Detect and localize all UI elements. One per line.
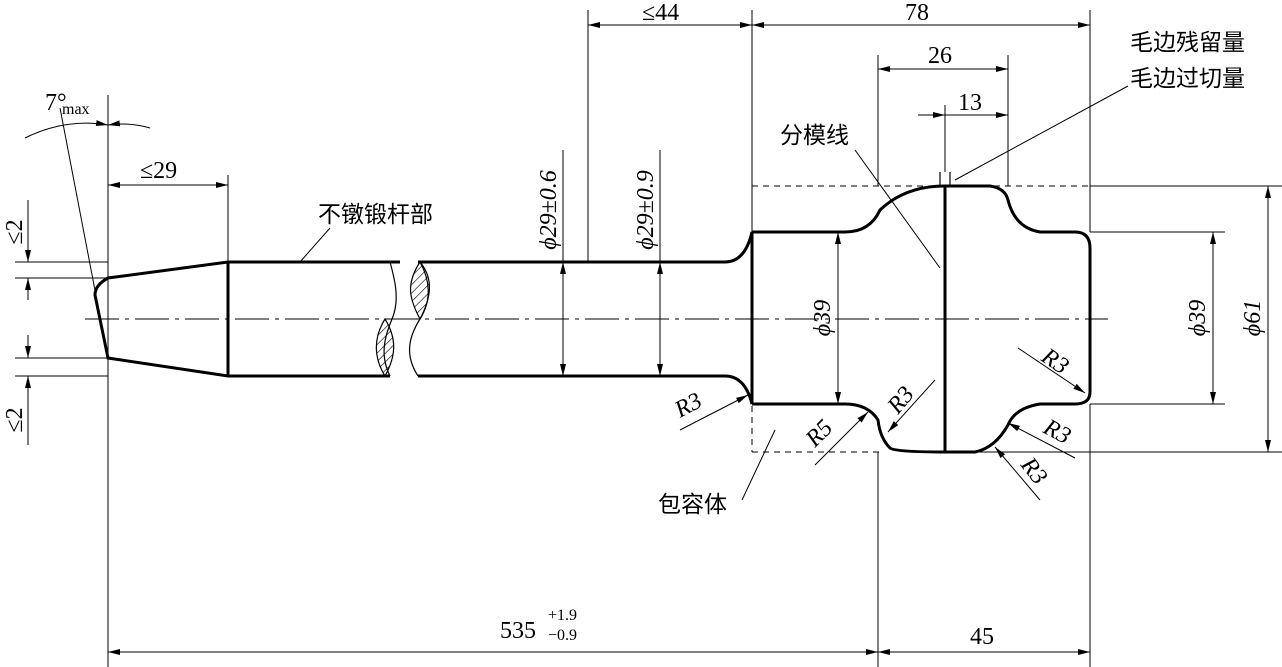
- rod-part-label: 不镦锻杆部: [318, 202, 433, 228]
- r-flange-bottom-label: R3: [1015, 452, 1053, 490]
- r-neck-label: R3: [670, 388, 707, 424]
- dia-rod-1-label: ϕ29±0.6: [536, 170, 562, 250]
- extension-lines: [15, 10, 1282, 667]
- tail-length-label: 45: [970, 624, 994, 650]
- overall-tol-lower: −0.9: [548, 627, 577, 644]
- flash-residual-label: 毛边残留量: [1130, 30, 1245, 56]
- shank-limit-label: ≤44: [642, 0, 679, 26]
- end-length-label: ≤29: [140, 158, 177, 184]
- r-head-lower-label: R3: [1038, 414, 1075, 450]
- r-flange-corner-label: R3: [882, 382, 920, 420]
- r-head-upper-label: R3: [1036, 343, 1073, 380]
- envelope-label: 包容体: [658, 492, 727, 518]
- flash-overcut-label: 毛边过切量: [1130, 66, 1245, 92]
- draft-angle-mark: [24, 107, 151, 359]
- overall-length-label: 535: [500, 618, 536, 644]
- radius-leaders: [679, 347, 1086, 501]
- head-length-label: 78: [905, 0, 929, 26]
- draft-angle-label: 7°: [45, 90, 67, 116]
- dia-flange-label: ϕ61: [1240, 300, 1266, 336]
- draft-angle-sub: max: [62, 101, 90, 118]
- break-section: [375, 260, 431, 378]
- half-flange-label: 13: [958, 90, 982, 116]
- parting-line-label: 分模线: [780, 123, 849, 149]
- overall-tol-upper: +1.9: [548, 607, 577, 624]
- rod-right: [418, 231, 754, 405]
- dia-neck-label: ϕ39: [810, 300, 836, 336]
- end-offset-bottom-label: ≤2: [2, 407, 28, 432]
- dimension-lines: [25, 22, 1271, 655]
- dia-head-end-label: ϕ39: [1185, 300, 1211, 336]
- label-leaders: [299, 85, 1129, 501]
- flange-width-label: 26: [928, 43, 952, 69]
- end-offset-top-label: ≤2: [2, 219, 28, 244]
- dia-rod-2-label: ϕ29±0.9: [633, 170, 659, 250]
- head-body: [750, 172, 1092, 454]
